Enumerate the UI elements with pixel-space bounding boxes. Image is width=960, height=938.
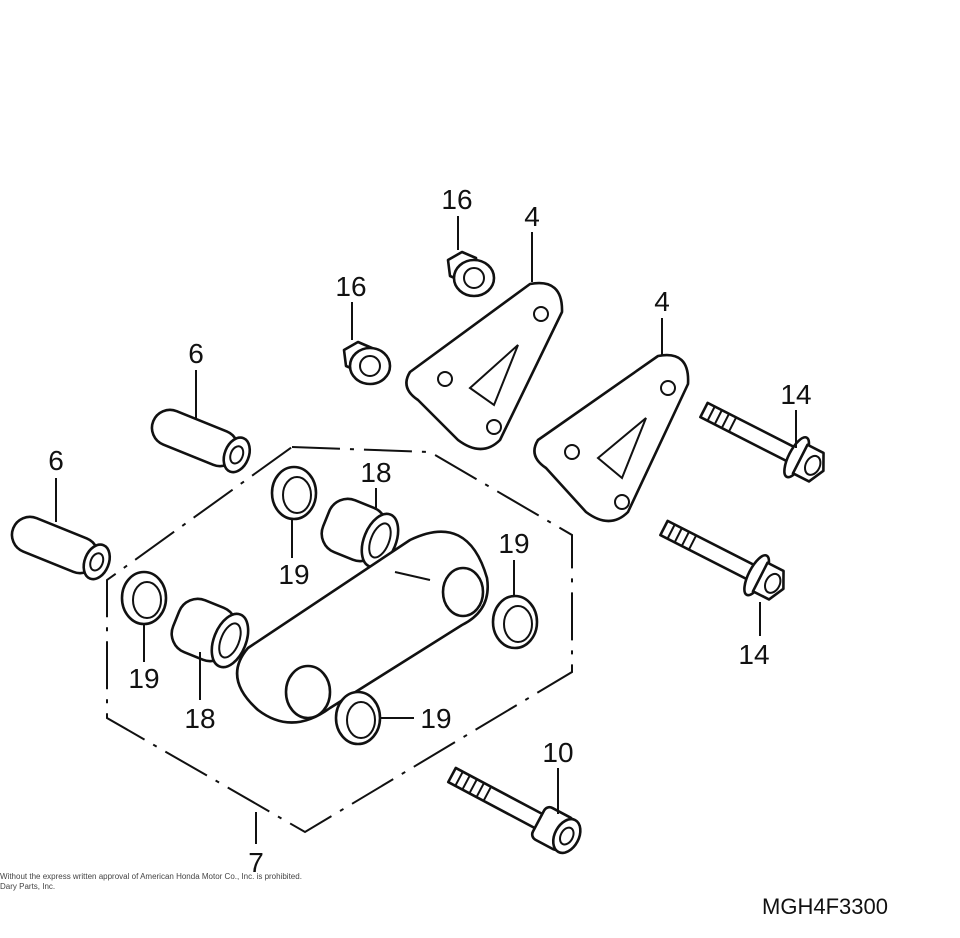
collar-6-upper[interactable] [147, 404, 255, 476]
callout-19-left: 19 [128, 663, 159, 694]
callout-19-upper: 19 [278, 559, 309, 590]
flange-bolt-14-lower[interactable] [654, 508, 793, 608]
leader-lines [55, 216, 797, 844]
assembly-7-boundary [106, 445, 573, 834]
callout-14-upper: 14 [780, 379, 811, 410]
callout-18-upper: 18 [360, 457, 391, 488]
callout-7: 7 [248, 847, 264, 878]
link-arm-7[interactable] [235, 530, 490, 724]
plate-4-right[interactable] [533, 353, 690, 523]
socket-bolt-10[interactable] [444, 759, 586, 857]
callout-10: 10 [542, 737, 573, 768]
callout-19-bottom: 19 [420, 703, 451, 734]
callout-6-lower: 6 [48, 445, 64, 476]
dust-seal-19-bottom[interactable] [334, 690, 382, 746]
copyright-line-1: Without the express written approval of … [0, 872, 302, 881]
callout-6-upper: 6 [188, 338, 204, 369]
collar-6-lower[interactable] [7, 511, 115, 583]
diagram-code: MGH4F3300 [762, 894, 888, 919]
callout-4-left: 4 [524, 201, 540, 232]
callout-18-lower: 18 [184, 703, 215, 734]
dust-seal-19-upper[interactable] [270, 465, 318, 521]
plate-4-left[interactable] [405, 281, 564, 451]
callout-19-right: 19 [498, 528, 529, 559]
dust-seal-19-right[interactable] [491, 594, 539, 650]
callout-16-middle: 16 [335, 271, 366, 302]
callout-4-right: 4 [654, 286, 670, 317]
callout-14-lower: 14 [738, 639, 769, 670]
copyright-line-2: Dary Parts, Inc. [0, 882, 55, 891]
callout-16-top: 16 [441, 184, 472, 215]
bushing-18-lower[interactable] [166, 593, 256, 673]
flange-nut-16-top[interactable] [446, 250, 496, 298]
flange-bolt-14-upper[interactable] [694, 390, 833, 490]
flange-nut-16-middle[interactable] [342, 340, 392, 386]
dust-seal-19-left[interactable] [120, 570, 168, 626]
